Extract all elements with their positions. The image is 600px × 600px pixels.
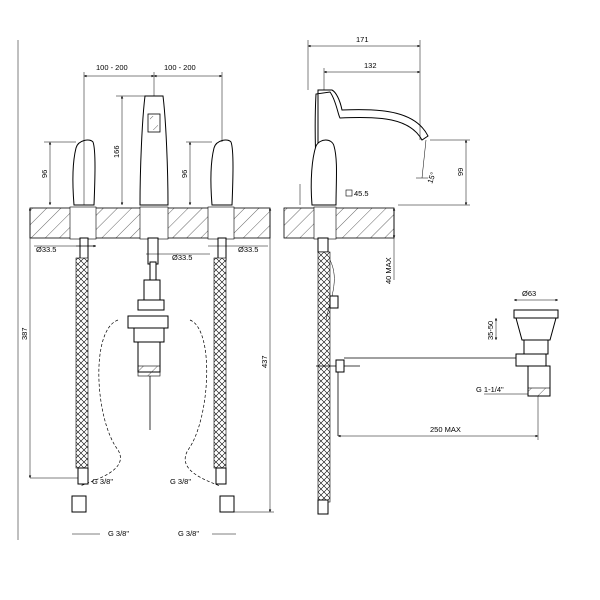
- thread-waste: G 1-1/4": [476, 385, 504, 394]
- dim-left-spacing: 100 - 200: [96, 63, 128, 72]
- dim-overall-left: 387: [20, 327, 29, 340]
- dim-hole-left: Ø33.5: [36, 245, 56, 254]
- dim-deck-max: 40 MAX: [384, 257, 393, 284]
- side-hose: [317, 251, 331, 503]
- thread-right-lower: G 3/8": [178, 529, 199, 538]
- dim-hole-center: Ø33.5: [172, 253, 192, 262]
- side-waste: [513, 309, 559, 397]
- hose-left: [75, 257, 89, 469]
- dim-waste-range: 35-50: [486, 321, 495, 340]
- dim-max-thickness: 45.5: [354, 189, 369, 198]
- flex-connector: [79, 319, 121, 487]
- dim-angle: 15°: [425, 171, 437, 185]
- side-deck: [283, 207, 395, 239]
- hose-right: [213, 257, 227, 469]
- dim-right-spacing: 100 - 200: [164, 63, 196, 72]
- dim-spout-height: 166: [112, 145, 121, 158]
- dim-overall-right: 437: [260, 355, 269, 368]
- thread-center-upper: G 3/8": [170, 477, 191, 486]
- side-spout: [314, 89, 429, 206]
- thread-left-lower: G 3/8": [108, 529, 129, 538]
- dim-handle-right-height: 96: [180, 170, 189, 178]
- dim-spout-height-side: 99: [456, 168, 465, 176]
- spout-body: [139, 95, 169, 206]
- dim-handle-left-height: 96: [40, 170, 49, 178]
- front-view: 100 - 200 100 - 200 96 166 96 Ø33.5 Ø33.…: [20, 63, 274, 538]
- front-waste: [127, 315, 169, 430]
- dim-total-depth: 171: [356, 35, 369, 44]
- dim-rod-max: 250 MAX: [430, 425, 461, 434]
- thread-left-upper: G 3/8": [92, 477, 113, 486]
- dim-spout-reach: 132: [364, 61, 377, 70]
- dim-hole-right: Ø33.5: [238, 245, 258, 254]
- right-handle: [210, 139, 234, 206]
- dim-waste-diameter: Ø63: [522, 289, 536, 298]
- side-view: 171 132 99 15° 45.5 40 MAX Ø63 35-50 G 1…: [283, 35, 559, 515]
